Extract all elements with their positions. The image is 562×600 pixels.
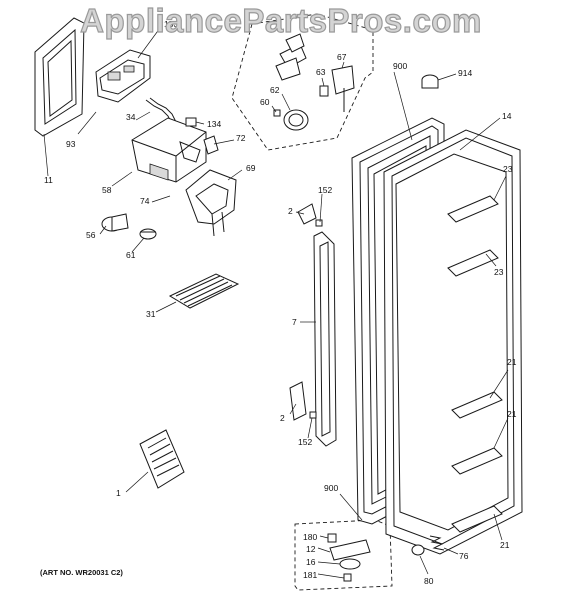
callout-60: 60 [260, 97, 270, 107]
callout-21-bottom: 21 [500, 540, 510, 550]
part-93-board [95, 49, 151, 103]
part-61-gear [139, 228, 157, 240]
callout-58: 58 [102, 185, 112, 195]
part-23-bins [447, 195, 499, 277]
callout-181: 181 [303, 570, 318, 580]
callout-21-middle: 21 [507, 409, 517, 419]
part-69-chute [185, 169, 237, 237]
part-7-handle [313, 231, 337, 447]
part-14-gasket [383, 129, 523, 555]
callout-63: 63 [316, 67, 326, 77]
part-914-cap [421, 74, 439, 89]
part-56-motor [101, 213, 129, 232]
callout-21-top: 21 [507, 357, 517, 367]
callout-134: 134 [207, 119, 222, 129]
part-76-spring [429, 535, 445, 551]
callout-7: 7 [292, 317, 297, 327]
callout-23-bottom: 23 [494, 267, 504, 277]
part-80-bushing [411, 544, 425, 556]
callout-67: 67 [337, 52, 347, 62]
callout-23-top: 23 [503, 164, 513, 174]
part-152-screw-bottom [309, 411, 317, 419]
callout-74: 74 [140, 196, 150, 206]
callout-93: 93 [66, 139, 76, 149]
callout-11: 11 [44, 175, 53, 185]
callout-80: 80 [424, 576, 434, 586]
part-60-62-63-67-group [273, 33, 355, 131]
part-2-cap-bottom [289, 381, 307, 421]
callout-12: 12 [306, 544, 316, 554]
callout-914: 914 [458, 68, 473, 78]
callout-14: 14 [502, 111, 512, 121]
part-58-housing [131, 117, 207, 183]
callout-900-bottom: 900 [324, 483, 339, 493]
callout-62: 62 [270, 85, 280, 95]
callout-1: 1 [116, 488, 121, 498]
dashed-group-top [231, 13, 374, 151]
callout-61: 61 [126, 250, 136, 260]
callout-153: 153 [164, 19, 179, 29]
callout-16: 16 [306, 557, 316, 567]
callout-2-top: 2 [288, 206, 293, 216]
leader-lines [43, 27, 509, 579]
part-2-cap-top [297, 203, 317, 225]
callout-34: 34 [126, 112, 136, 122]
callout-152-bottom: 152 [298, 437, 313, 447]
callout-56: 56 [86, 230, 96, 240]
part-12-16-180-181-hinge [327, 533, 371, 582]
part-31-grille [168, 273, 240, 309]
callout-72: 72 [236, 133, 246, 143]
callout-2-bottom: 2 [280, 413, 285, 423]
callout-152-top: 152 [318, 185, 333, 195]
callout-69: 69 [246, 163, 256, 173]
part-1-manual [139, 429, 185, 489]
callout-31: 31 [146, 309, 156, 319]
callout-900-top: 900 [393, 61, 408, 71]
art-number: (ART NO. WR20031 C2) [40, 568, 123, 577]
callout-180: 180 [303, 532, 318, 542]
part-152-screw-top [315, 219, 323, 227]
callout-76: 76 [459, 551, 469, 561]
part-21-bins [451, 391, 503, 533]
part-134-screw [185, 117, 197, 127]
part-72-switch [203, 135, 219, 155]
part-11-cover [34, 17, 85, 137]
